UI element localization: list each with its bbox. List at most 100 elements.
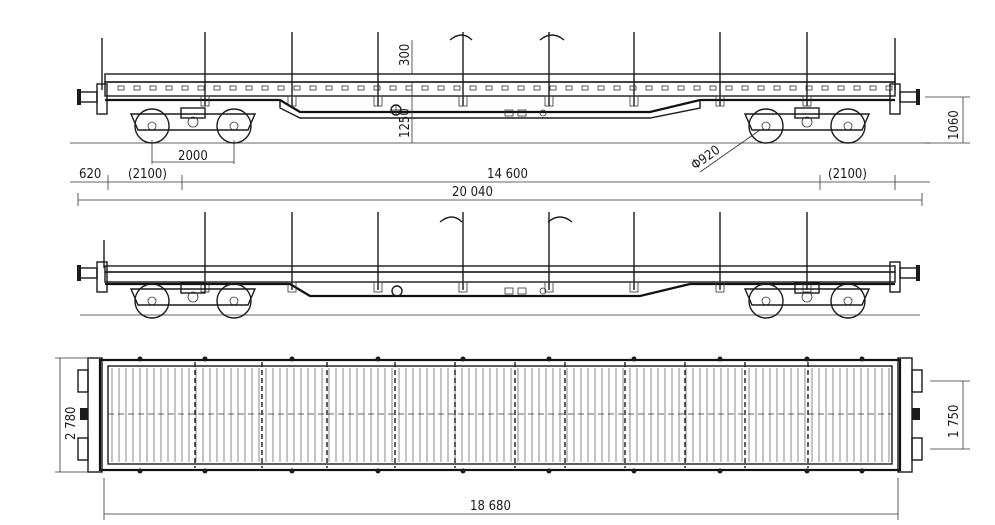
stake-pockets [137,356,865,474]
wheel-diameter-leader [699,129,761,173]
deck-top-rail-2 [104,265,896,273]
bogies-2 [129,282,871,319]
stake [629,212,639,293]
sill-hole [325,85,333,91]
sill-hole [709,85,717,91]
stake [544,212,554,293]
sill-hole [549,85,557,91]
wheel [830,108,866,144]
dim-bogie-offset-right: (2100) [828,167,867,182]
stake-pocket [289,468,295,474]
dim-deck-height: 1250 [398,108,413,138]
buffer-left [77,89,98,105]
wheel [134,283,170,319]
sill-hole [181,85,189,91]
stake [287,212,297,293]
stake [200,32,210,107]
bogie [129,282,257,319]
stake-pocket [717,356,723,362]
wheel [748,108,784,144]
deck-outline [98,358,902,472]
sill-hole [885,85,893,91]
buffers-top-left [77,369,89,461]
stake-pocket [546,356,552,362]
sill-hole [309,85,317,91]
stake [287,32,297,107]
deck-top-rail [104,73,896,83]
brake-equipment [504,109,547,117]
stake [458,212,468,293]
stake-pocket [804,468,810,474]
sill-hole [229,85,237,91]
stake-pocket [202,356,208,362]
stake-pocket [289,356,295,362]
stake-rotation-arrow-right-2 [547,216,573,223]
bogies [129,107,871,144]
dim-buffer-height: 1060 [947,110,962,140]
sill-hole [341,85,349,91]
sill-hole [405,85,413,91]
underframe-2 [105,282,895,298]
stake-pocket [631,356,637,362]
brake-wheel-2 [391,285,403,297]
sill-hole [629,85,637,91]
dim-bogie-offset-left: (2100) [128,167,167,182]
sill-hole [389,85,397,91]
underframe-center-sill [105,98,895,114]
stake [200,212,210,293]
stake [715,32,725,107]
buffer-right-2 [899,265,920,281]
stake-pocket [375,356,381,362]
underframe-fishbelly [279,100,701,119]
sill-hole [581,85,589,91]
bogie-frame [129,288,257,306]
stakes [200,32,812,107]
dim-length-over-buffers: 20 040 [452,185,493,200]
side-sill-2 [104,271,896,283]
dim-bogie-wheelbase: 2000 [178,149,208,164]
stake [458,32,468,107]
stake-rotation-arrow-left-2 [439,216,463,223]
stake-pocket [546,468,552,474]
buffers-top-right [911,369,923,461]
dim-total-width: 2 780 [64,407,79,440]
stake [629,32,639,107]
stake-pocket [631,468,637,474]
dim-bogie-centers: 14 600 [487,167,528,182]
sill-hole [757,85,765,91]
sill-hole [213,85,221,91]
sill-hole [821,85,829,91]
sill-hole [597,85,605,91]
stake-pocket [460,356,466,362]
sill-hole [869,85,877,91]
bogie-frame [743,113,871,131]
stake-rotation-arrow-left [449,34,473,41]
stake-pocket [137,356,143,362]
stake [802,32,812,107]
stake [544,32,554,107]
dim-inner-width: 1 750 [947,405,962,438]
sill-hole [421,85,429,91]
sill-hole [485,85,493,91]
sill-hole [805,85,813,91]
wheel [748,283,784,319]
sill-hole [853,85,861,91]
sill-hole [741,85,749,91]
stake [715,212,725,293]
deck-crossbeams [194,362,809,468]
stake-pocket [859,356,865,362]
side-sill [104,81,896,97]
sill-hole [517,85,525,91]
sill-hole [261,85,269,91]
stake-pocket [717,468,723,474]
bogie-frame [129,113,257,131]
bolster [794,107,820,119]
sill-hole [469,85,477,91]
sill-hole [357,85,365,91]
sill-hole [693,85,701,91]
stake-pocket [804,356,810,362]
stake-pocket [202,468,208,474]
sill-hole [373,85,381,91]
buffer-left-2 [77,265,98,281]
